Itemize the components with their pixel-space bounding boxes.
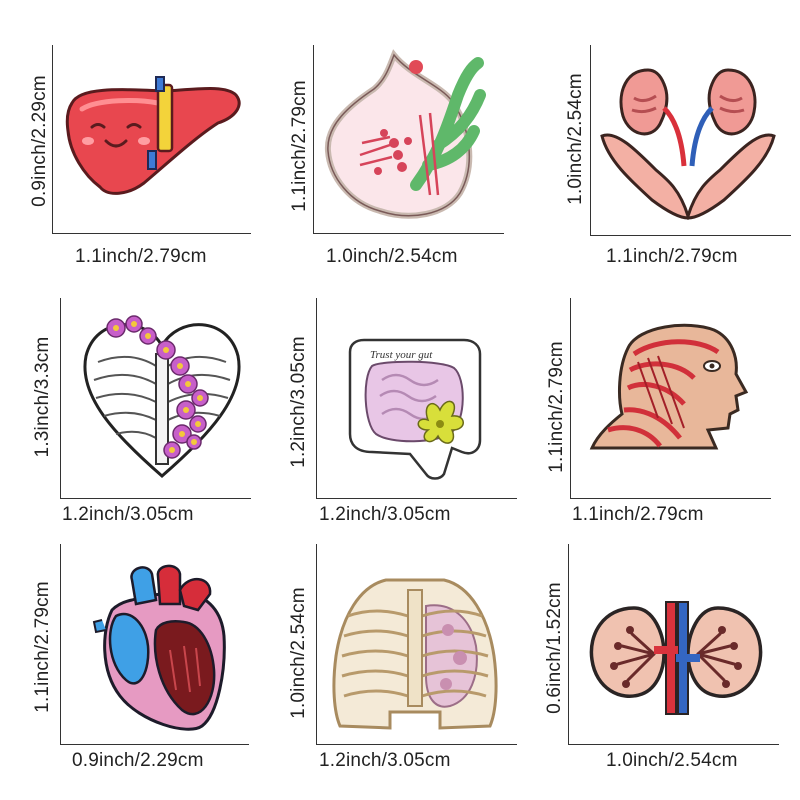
pin-card-head-muscles: 1.1inch/2.79cm 1.1inch/2.79cm	[532, 266, 798, 532]
measure-frame	[570, 298, 771, 499]
pin-card-liver: 0.9inch/2.29cm 1.1inch/2.79cm	[0, 0, 266, 267]
measure-frame	[60, 298, 251, 499]
width-label: 1.2inch/3.05cm	[62, 504, 194, 525]
measure-frame	[316, 544, 517, 745]
ribcage-lungs-pin-image	[332, 578, 498, 730]
measure-frame	[568, 544, 779, 745]
pin-card-kidneys: 0.6inch/1.52cm 1.0inch/2.54cm	[532, 532, 798, 798]
pin-card-breast: 1.1inch/2.79cm 1.0inch/2.54cm	[266, 0, 532, 267]
width-label: 1.1inch/2.79cm	[606, 246, 738, 267]
measure-frame	[590, 45, 791, 236]
width-label: 1.2inch/3.05cm	[319, 750, 451, 771]
anatomical-heart-pin-image	[92, 564, 226, 731]
pin-card-anatomical-heart: 1.1inch/2.79cm 0.9inch/2.29cm	[0, 532, 266, 798]
height-label: 0.9inch/2.29cm	[29, 75, 50, 207]
floral-ribcage-pin-image	[83, 315, 241, 478]
width-label: 1.2inch/3.05cm	[319, 504, 451, 525]
kidneys-hands-pin-image	[600, 68, 776, 220]
pin-card-intestines: 1.2inch/3.05cm 1.2inch/3.05cm Trust your…	[266, 266, 532, 532]
height-label: 1.1inch/2.79cm	[32, 581, 53, 713]
width-label: 1.0inch/2.54cm	[606, 750, 738, 771]
pin-card-kidneys-hands: 1.0inch/2.54cm 1.1inch/2.79cm	[532, 0, 798, 267]
height-label: 1.1inch/2.79cm	[289, 80, 310, 212]
measure-frame	[52, 45, 251, 234]
height-label: 1.0inch/2.54cm	[565, 73, 586, 205]
height-label: 0.6inch/1.52cm	[544, 582, 565, 714]
height-label: 1.0inch/2.54cm	[288, 587, 309, 719]
measure-frame	[313, 45, 504, 234]
measure-frame	[60, 544, 249, 745]
measure-frame	[316, 298, 517, 499]
pin-card-floral-ribcage: 1.3inch/3.3cm 1.2inch/3.05cm	[0, 266, 266, 532]
height-label: 1.3inch/3.3cm	[32, 336, 53, 458]
height-label: 1.2inch/3.05cm	[288, 336, 309, 468]
width-label: 1.0inch/2.54cm	[326, 246, 458, 267]
liver-pin-image	[65, 76, 241, 195]
width-label: 1.1inch/2.79cm	[75, 246, 207, 267]
head-muscles-pin-image	[589, 323, 749, 450]
intestines-pin-image: Trust your gut	[348, 338, 482, 480]
trust-your-gut-text: Trust your gut	[370, 349, 433, 361]
kidneys-pin-image	[589, 601, 763, 715]
pin-card-ribcage-lungs: 1.0inch/2.54cm 1.2inch/3.05cm	[266, 532, 532, 798]
breast-pin-image	[324, 49, 486, 219]
width-label: 0.9inch/2.29cm	[72, 750, 204, 771]
width-label: 1.1inch/2.79cm	[572, 504, 704, 525]
height-label: 1.1inch/2.79cm	[546, 341, 567, 473]
